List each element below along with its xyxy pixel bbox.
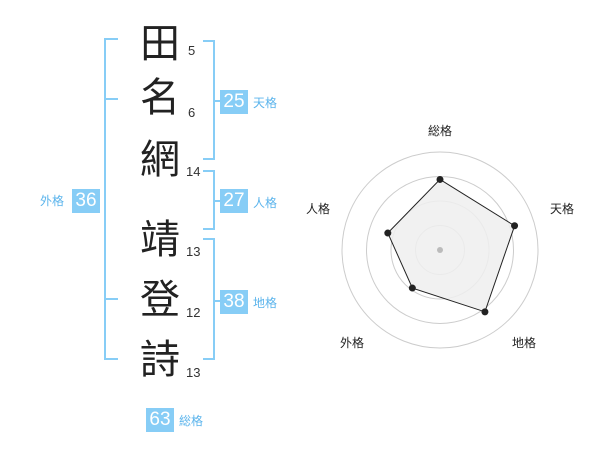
stroke-count-5: 12 [186,305,201,320]
radar-point-4 [408,284,416,292]
jinkaku-label: 人格 [253,196,278,210]
radar-center-dot [437,247,443,253]
jinkaku-bracket-line [213,170,215,230]
chikaku-bracket-line [213,238,215,360]
gaikaku-bracket-line [104,38,106,360]
jinkaku-value: 27 [220,189,248,213]
stroke-count-2: 6 [188,105,196,120]
stroke-count-3: 14 [186,164,201,179]
radar-grid-ring [341,151,539,349]
radar-point-3 [481,308,489,316]
name-char-6: 詩 [140,337,180,383]
jinkaku-bracket-bottom [203,228,215,230]
tenkaku-bracket-line [213,40,215,160]
name-char-5: 登 [140,277,180,323]
chikaku-value: 38 [220,290,248,314]
name-char-4: 靖 [140,217,180,263]
name-char-1: 田 [140,21,180,67]
gaikaku-bracket-bottom [104,358,118,360]
radar-point-5 [384,229,392,237]
gaikaku-value: 36 [72,189,100,213]
chikaku-bracket-bottom [203,358,215,360]
tenkaku-label: 天格 [253,96,278,110]
radar-axis-label-soukaku: 総格 [428,124,453,138]
radar-point-1 [436,175,444,183]
stroke-count-6: 13 [186,365,201,380]
stroke-count-1: 5 [188,43,196,58]
radar-axis-label-jinkaku: 人格 [306,202,331,216]
name-char-3: 網 [140,137,180,183]
tenkaku-bracket-connector [215,100,220,102]
radar-axis-label-chikaku: 地格 [512,336,537,350]
gaikaku-bracket-tick [104,98,118,100]
soukaku-value: 63 [146,408,174,432]
tenkaku-bracket-top [203,40,215,42]
gaikaku-bracket-tick [104,298,118,300]
soukaku-label: 総格 [179,414,204,428]
radar-axis-label-tenkaku: 天格 [550,202,575,216]
gaikaku-bracket-top [104,38,118,40]
radar-axis-label-gaikaku: 外格 [340,336,365,350]
radar-point-2 [511,222,519,230]
jinkaku-bracket-top [203,170,215,172]
chikaku-label: 地格 [253,296,278,310]
radar-value-polygon [387,178,516,313]
radar-chart [341,151,539,349]
chikaku-bracket-top [203,238,215,240]
tenkaku-bracket-bottom [203,158,215,160]
chikaku-bracket-connector [215,300,220,302]
gaikaku-label: 外格 [40,194,65,208]
name-char-2: 名 [140,75,180,121]
jinkaku-bracket-connector [215,200,220,202]
stroke-count-4: 13 [186,244,201,259]
tenkaku-value: 25 [220,90,248,114]
